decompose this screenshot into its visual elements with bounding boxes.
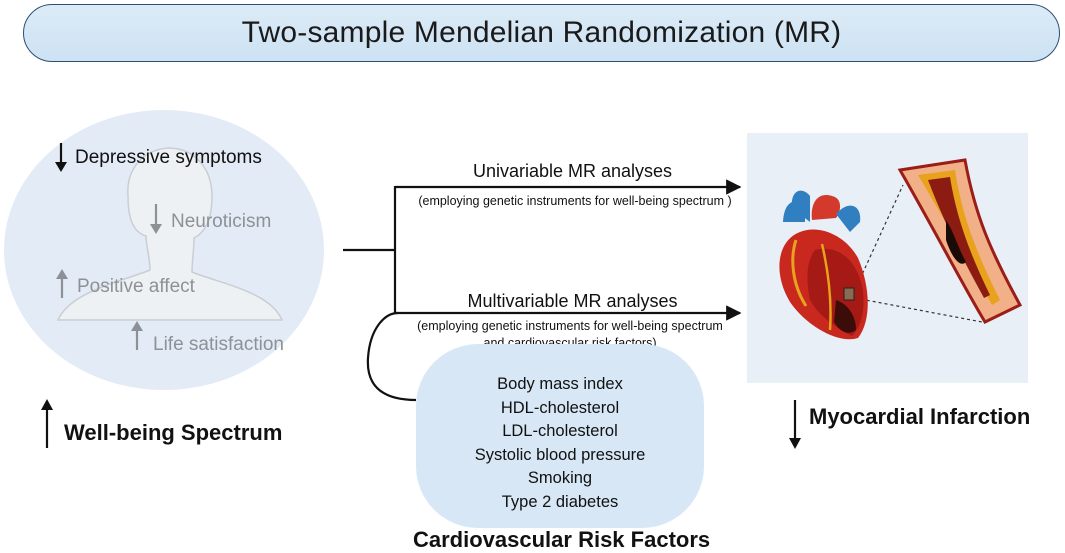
heart-icon — [779, 190, 868, 340]
depressive-down-arrow — [55, 143, 67, 172]
title-banner: Two-sample Mendelian Randomization (MR) — [23, 4, 1060, 62]
wellbeing-spectrum-title: Well-being Spectrum — [64, 420, 283, 445]
multivariable-label: Multivariable MR analyses — [467, 291, 678, 311]
wellbeing-up-arrow — [41, 399, 53, 448]
positive-affect-up-arrow — [56, 269, 68, 298]
connector-lines — [343, 179, 742, 402]
multivariable-sublabel-line1: (employing genetic instruments for well-… — [417, 319, 723, 333]
exposure-item-positive-affect: Positive affect — [77, 276, 195, 297]
risk-factor-item: Smoking — [527, 469, 593, 487]
risk-factor-item: Type 2 diabetes — [501, 492, 619, 511]
univariable-sublabel: (employing genetic instruments for well-… — [418, 194, 732, 208]
diagram-title: Two-sample Mendelian Randomization (MR) — [241, 16, 842, 49]
risk-factor-item: HDL-cholesterol — [500, 398, 620, 417]
exposure-item-neuroticism: Neuroticism — [171, 211, 272, 232]
exposure-item-life-satisfaction: Life satisfaction — [153, 334, 284, 355]
artery-icon — [897, 158, 1023, 324]
life-satisfaction-up-arrow — [131, 321, 143, 350]
univariable-label: Univariable MR analyses — [472, 161, 673, 181]
neuroticism-down-arrow — [150, 204, 162, 234]
risk-factors-box — [416, 344, 704, 528]
risk-factors-list: Body mass index HDL-cholesterol LDL-chol… — [416, 373, 704, 514]
mi-down-arrow — [789, 400, 801, 449]
myocardial-infarction-title: Myocardial Infarction — [809, 404, 1031, 429]
risk-factor-item: Body mass index — [497, 375, 623, 393]
risk-factor-item: LDL-cholesterol — [502, 422, 618, 440]
risk-factor-item: Systolic blood pressure — [474, 445, 646, 464]
cardiovascular-risk-factors-title: Cardiovascular Risk Factors — [413, 527, 711, 552]
head-silhouette-icon — [56, 147, 284, 321]
exposure-item-depressive-symptoms: Depressive symptoms — [75, 147, 262, 168]
